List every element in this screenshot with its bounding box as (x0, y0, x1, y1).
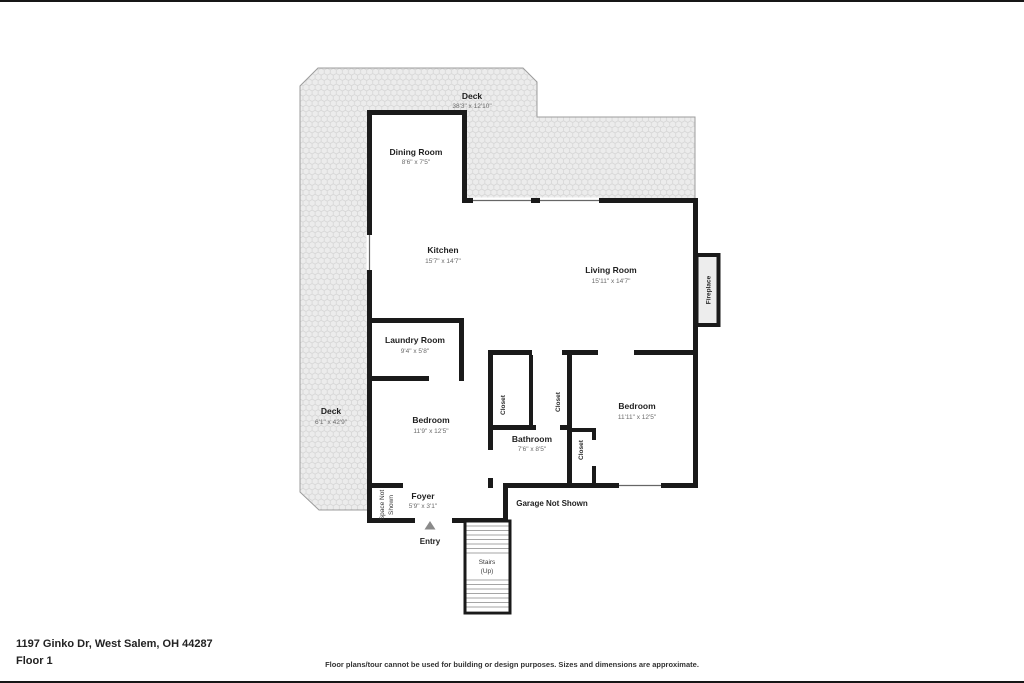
stairs: Stairs (Up) (463, 519, 512, 615)
entry-arrow-icon (424, 521, 436, 530)
entry-label: Entry (420, 537, 441, 546)
deck-top-dims: 38'3" x 12'10" (452, 103, 492, 110)
closet-left-label: Closet (500, 394, 507, 415)
laundry-room-dims: 9'4" x 5'8" (401, 348, 430, 355)
kitchen-dims: 15'7" x 14'7" (425, 258, 461, 265)
page-bottom-border (0, 681, 1024, 683)
bedroom-right-dims: 11'11" x 12'5" (618, 414, 657, 421)
floor-label: Floor 1 (16, 655, 53, 667)
exterior-walls (367, 110, 698, 523)
deck-top-label: Deck (462, 91, 483, 101)
room-labels: Deck 38'3" x 12'10" Dining Room 8'6" x 7… (315, 91, 657, 520)
laundry-room-label: Laundry Room (385, 335, 445, 345)
bathroom-dims: 7'6" x 8'5" (518, 446, 547, 453)
deck-left-label: Deck (321, 406, 342, 416)
closet-mid-label: Closet (555, 391, 562, 412)
bedroom-left-dims: 11'9" x 12'5" (413, 428, 449, 435)
kitchen-label: Kitchen (427, 245, 458, 255)
fireplace-label: Fireplace (706, 275, 713, 304)
stair-treads (466, 525, 509, 612)
closet-right-label: Closet (578, 439, 585, 460)
bedroom-left-label: Bedroom (412, 415, 450, 425)
interior-walls (367, 318, 693, 488)
disclaimer-text: Floor plans/tour cannot be used for buil… (325, 660, 699, 669)
dining-room-label: Dining Room (390, 147, 443, 157)
bedroom-right-label: Bedroom (618, 401, 656, 411)
living-room-dims: 15'11" x 14'7" (592, 278, 631, 285)
bathroom-label: Bathroom (512, 434, 553, 444)
fireplace: Fireplace (694, 253, 721, 327)
windows (366, 197, 661, 489)
foyer-label: Foyer (411, 491, 435, 501)
space-not-shown-line2: Shown (388, 495, 395, 515)
space-not-shown-line1: Space Not (379, 490, 386, 521)
stairs-label: Stairs (479, 559, 496, 566)
living-room-label: Living Room (585, 265, 637, 275)
building-interior (370, 112, 698, 521)
stairs-direction-label: (Up) (481, 568, 494, 575)
page-top-border (0, 0, 1024, 2)
entry-marker: Entry (420, 521, 441, 546)
dining-room-dims: 8'6" x 7'5" (402, 159, 431, 166)
garage-not-shown-label: Garage Not Shown (516, 499, 588, 508)
property-address: 1197 Ginko Dr, West Salem, OH 44287 (16, 638, 213, 650)
deck-left-dims: 6'1" x 42'9" (315, 419, 348, 426)
foyer-dims: 5'9" x 3'1" (409, 503, 438, 510)
